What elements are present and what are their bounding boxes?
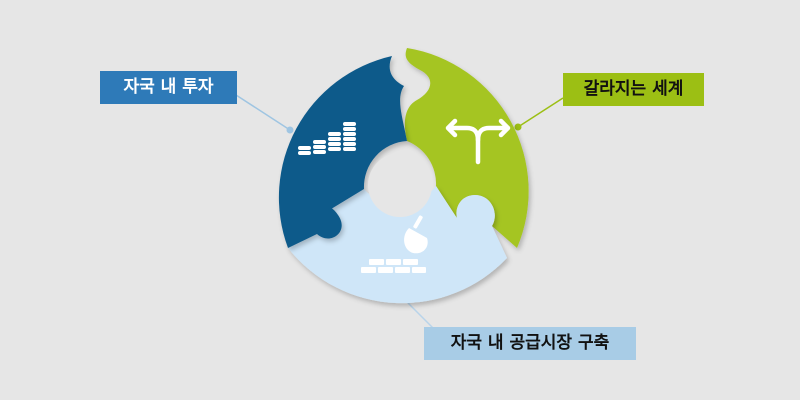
leader-line-divergence bbox=[517, 97, 564, 128]
puzzle-piece-supply bbox=[288, 186, 507, 304]
label-supply: 자국 내 공급시장 구축 bbox=[424, 327, 636, 360]
label-investment: 자국 내 투자 bbox=[100, 71, 237, 104]
split-arrow-icon bbox=[445, 118, 511, 165]
label-divergence: 갈라지는 세계 bbox=[563, 73, 704, 106]
puzzle-piece-investment bbox=[278, 56, 407, 248]
leader-line-investment bbox=[235, 94, 291, 131]
leader-dot-investment bbox=[286, 126, 294, 134]
puzzle-piece-divergence bbox=[404, 48, 529, 248]
center-hole bbox=[368, 153, 432, 217]
trowel-bricks-icon bbox=[361, 215, 428, 273]
leader-dot-divergence bbox=[514, 123, 522, 131]
coin-stacks-icon bbox=[298, 122, 356, 155]
